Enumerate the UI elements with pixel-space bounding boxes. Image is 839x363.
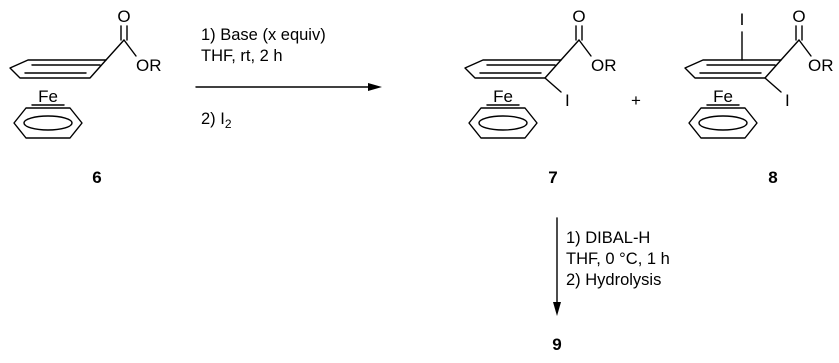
compound-6-structure xyxy=(9,25,137,139)
compound-8-iron-label: Fe xyxy=(713,87,733,106)
reduction-condition-line-3: 2) Hydrolysis xyxy=(566,271,661,289)
reaction-arrow-1 xyxy=(195,83,382,91)
compound-7-ester-label: OR xyxy=(591,56,617,75)
compound-6-oxygen-label: O xyxy=(117,7,130,26)
reduction-condition-line-1: 1) DIBAL-H xyxy=(566,229,650,247)
compound-8-lower-iodine-label: I xyxy=(785,91,790,110)
compound-6-ester-label: OR xyxy=(136,56,162,75)
compound-7-iodine-label: I xyxy=(565,91,570,110)
compound-7-ring-to-carbonyl-bond xyxy=(560,39,580,61)
compound-7-bottom-cp-ring xyxy=(468,107,538,139)
reduction-condition-line-2: THF, 0 °C, 1 h xyxy=(566,250,670,268)
compound-8-structure xyxy=(684,25,812,139)
plus-sign: + xyxy=(631,91,641,110)
compound-7-iron-label: Fe xyxy=(493,87,513,106)
compound-6-ring-to-carbonyl-bond xyxy=(105,39,125,61)
compound-6-ester-bond xyxy=(123,39,137,57)
compound-7-bottom-cp-aromatic-circle xyxy=(478,115,528,131)
compound-8-ester-bond xyxy=(798,39,812,57)
reaction-arrow-2 xyxy=(553,217,561,316)
compound-7-number: 7 xyxy=(548,168,557,187)
step-2-condition-iodine: 2) I2 xyxy=(201,110,232,131)
compound-8-bottom-cp-aromatic-circle xyxy=(698,115,748,131)
compound-6-bottom-cp-ring xyxy=(13,107,83,139)
compound-8-top-cp-ring xyxy=(684,59,782,79)
compound-8-oxygen-label: O xyxy=(792,7,805,26)
compound-7-ester-bond xyxy=(578,39,592,57)
compound-8-lower-carbon-iodine-bond xyxy=(764,77,782,93)
compound-7-carbon-iodine-bond xyxy=(544,77,562,93)
compound-8-number: 8 xyxy=(768,168,777,187)
compound-7-top-cp-ring xyxy=(464,59,562,79)
compound-8-ester-label: OR xyxy=(808,56,834,75)
compound-9-number: 9 xyxy=(552,335,561,354)
compound-6-number: 6 xyxy=(92,168,101,187)
step-1-condition-line-2: THF, rt, 2 h xyxy=(201,47,283,65)
compound-8-upper-iodine-label: I xyxy=(740,10,745,29)
compound-8-bottom-cp-ring xyxy=(688,107,758,139)
compound-6-iron-label: Fe xyxy=(38,87,58,106)
step-1-condition-line-1: 1) Base (x equiv) xyxy=(201,26,326,44)
compound-7-oxygen-label: O xyxy=(572,7,585,26)
compound-7-structure xyxy=(464,25,592,139)
compound-6-bottom-cp-aromatic-circle xyxy=(23,115,73,131)
compound-6-top-cp-ring xyxy=(9,59,107,79)
compound-8-ring-to-carbonyl-bond xyxy=(780,39,800,61)
